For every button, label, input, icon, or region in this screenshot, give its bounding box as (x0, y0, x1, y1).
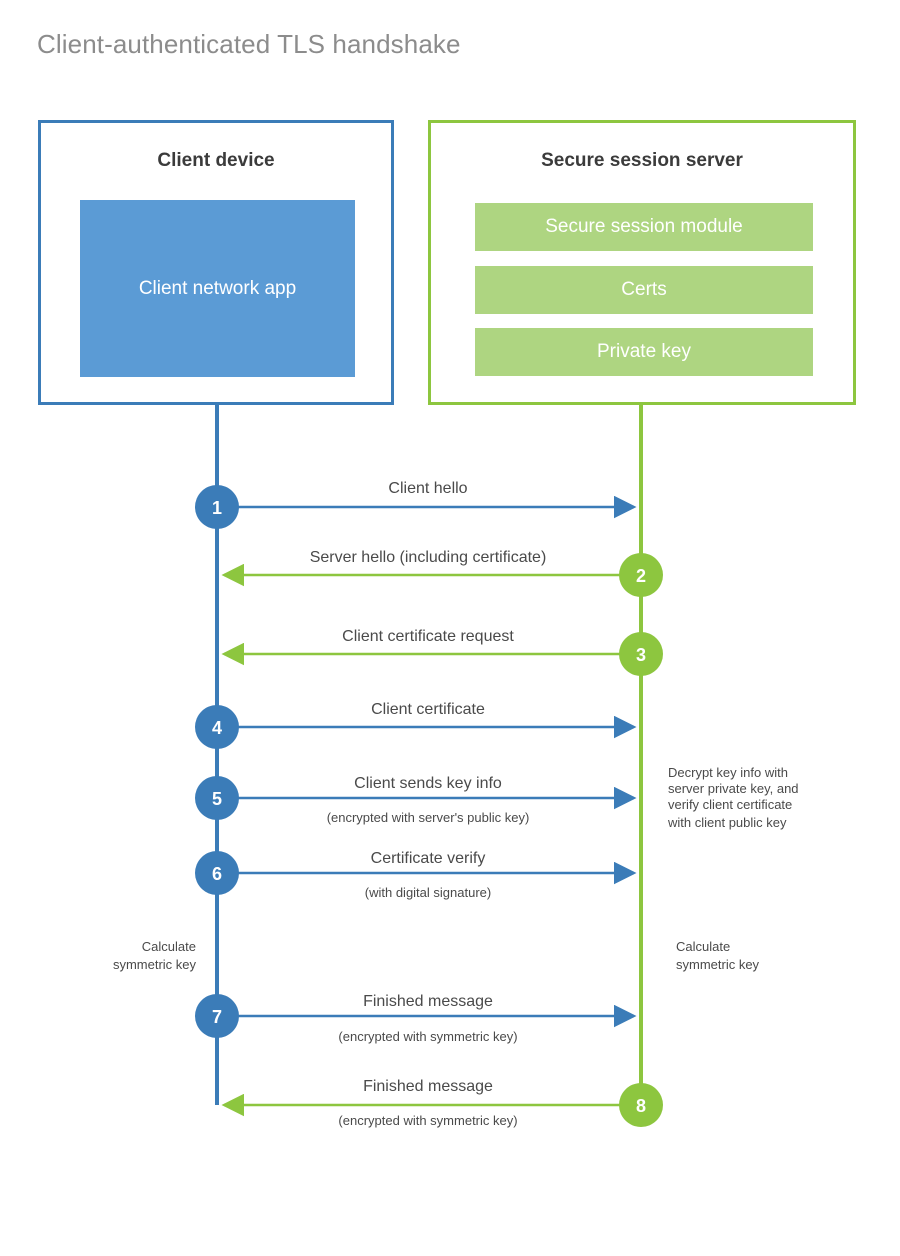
page-title: Client-authenticated TLS handshake (37, 29, 461, 59)
server-module-private-key: Private key (475, 328, 813, 376)
message-7-sublabel: (encrypted with symmetric key) (338, 1029, 517, 1044)
message-8: Finished message (encrypted with symmetr… (221, 1078, 663, 1128)
message-7: Finished message (encrypted with symmetr… (195, 993, 637, 1044)
step-marker-4 (195, 705, 239, 749)
step-marker-8 (619, 1083, 663, 1127)
step-marker-1 (195, 485, 239, 529)
note-client-calculate-line-1: symmetric key (113, 957, 197, 972)
step-number-2: 2 (636, 566, 646, 586)
step-number-3: 3 (636, 645, 646, 665)
step-number-5: 5 (212, 789, 222, 809)
message-6-label: Certificate verify (371, 850, 486, 867)
message-7-label: Finished message (363, 993, 493, 1010)
client-network-app-block: Client network app (80, 200, 355, 377)
note-server-calculate-line-1: symmetric key (676, 957, 760, 972)
step-marker-2 (619, 553, 663, 597)
secure-session-server-title: Secure session server (541, 150, 743, 171)
step-number-1: 1 (212, 498, 222, 518)
client-device-box: Client device Client network app (38, 120, 394, 405)
message-3: Client certificate request 3 (221, 628, 663, 676)
message-3-label: Client certificate request (342, 628, 514, 645)
message-2-label: Server hello (including certificate) (310, 549, 547, 566)
server-module-secure-session-module: Secure session module (475, 203, 813, 251)
message-5-label: Client sends key info (354, 775, 502, 792)
server-module-certs: Certs (475, 266, 813, 314)
message-8-label: Finished message (363, 1078, 493, 1095)
secure-session-server-box: Secure session server Secure session mod… (428, 120, 856, 405)
step-marker-5 (195, 776, 239, 820)
step-marker-3 (619, 632, 663, 676)
message-8-sublabel: (encrypted with symmetric key) (338, 1113, 517, 1128)
message-1: Client hello 1 (195, 480, 637, 529)
message-5-sublabel: (encrypted with server's public key) (327, 810, 530, 825)
message-1-label: Client hello (388, 480, 467, 497)
step-number-7: 7 (212, 1007, 222, 1027)
step-number-4: 4 (212, 718, 222, 738)
step-number-6: 6 (212, 864, 222, 884)
note-server-calculate-line-0: Calculate (676, 939, 730, 954)
note-server-decrypt-line-1: server private key, and (668, 781, 799, 796)
note-server-calculate: Calculate symmetric key (676, 939, 760, 972)
message-2: Server hello (including certificate) 2 (221, 549, 663, 597)
step-marker-6 (195, 851, 239, 895)
note-client-calculate-line-0: Calculate (142, 939, 196, 954)
note-server-decrypt: Decrypt key info with server private key… (667, 765, 799, 830)
message-5: Client sends key info (encrypted with se… (195, 775, 637, 825)
message-6: Certificate verify (with digital signatu… (195, 850, 637, 900)
note-server-decrypt-line-3: with client public key (667, 815, 787, 830)
step-number-8: 8 (636, 1096, 646, 1116)
step-marker-7 (195, 994, 239, 1038)
message-4-label: Client certificate (371, 701, 485, 718)
note-server-decrypt-line-0: Decrypt key info with (668, 765, 788, 780)
message-4: Client certificate 4 (195, 701, 637, 749)
client-device-title: Client device (157, 150, 275, 171)
note-server-decrypt-line-2: verify client certificate (668, 797, 792, 812)
note-client-calculate: Calculate symmetric key (113, 939, 197, 972)
message-6-sublabel: (with digital signature) (365, 885, 491, 900)
